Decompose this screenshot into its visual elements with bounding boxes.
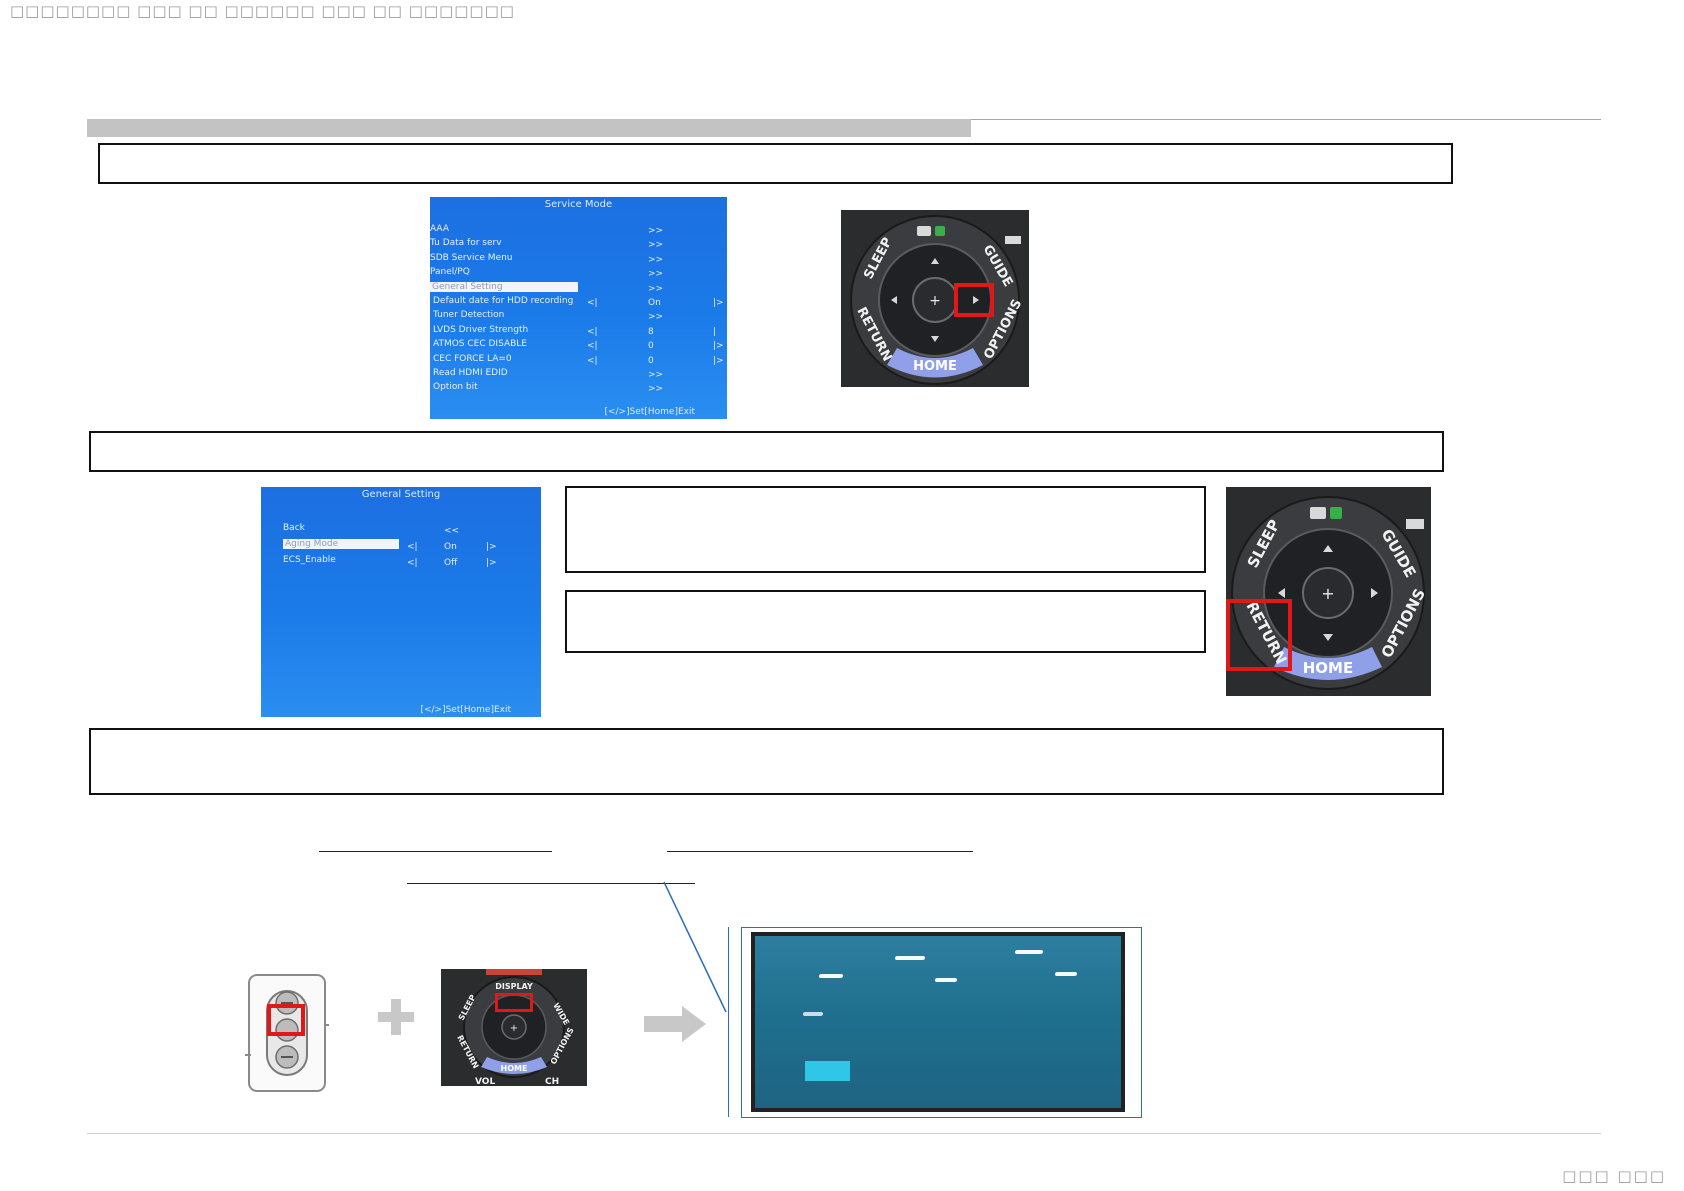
page-footer-text: □□□ □□□ — [1562, 1167, 1666, 1185]
menu-item-value: 8 — [648, 326, 654, 337]
menu-item-more: >> — [648, 384, 664, 395]
menu-item-value: Off — [444, 558, 458, 568]
tv-side-buttons-image — [245, 973, 329, 1093]
menu-item-arrow-right: |> — [486, 542, 497, 552]
menu-item-arrow-left: <| — [587, 355, 598, 366]
menu-title: General Setting — [361, 489, 441, 500]
plus-icon — [378, 999, 414, 1035]
menu-item-arrow-right: |> — [713, 341, 724, 352]
instruction-box-2 — [89, 431, 1444, 472]
instruction-box-3 — [565, 486, 1206, 573]
instruction-box-5 — [89, 728, 1444, 795]
tv-screen-photo — [751, 932, 1125, 1112]
tv-status-indicator — [805, 1061, 850, 1081]
menu-item: General Setting — [430, 281, 578, 292]
menu-item: Aging Mode — [283, 539, 399, 549]
menu-item-value: 0 — [648, 355, 654, 366]
svg-text:HOME: HOME — [501, 1064, 528, 1073]
menu-item: Option bit — [433, 382, 478, 393]
menu-item-arrow-right: | — [713, 326, 717, 337]
menu-item-arrow-left: <| — [587, 326, 598, 337]
menu-item-more: >> — [648, 254, 664, 265]
callout-vertical-line — [728, 927, 729, 1117]
menu-item-value: 0 — [648, 341, 654, 352]
menu-item: Read HDMI EDID — [433, 368, 508, 378]
menu-footer: [</>]Set[Home]Exit — [604, 407, 695, 417]
menu-item-arrow-left: <| — [407, 542, 418, 552]
menu-item-value: On — [444, 542, 457, 552]
arrow-right-icon — [644, 1006, 706, 1042]
highlight-display-button — [495, 993, 533, 1012]
svg-text:+: + — [929, 293, 941, 309]
menu-item-more: >> — [648, 312, 664, 323]
menu-item: Panel/PQ — [430, 267, 470, 278]
section-title-bar — [87, 119, 971, 137]
menu-item: Tuner Detection — [433, 310, 505, 321]
menu-item-arrow-left: <| — [407, 558, 418, 568]
menu-item: ATMOS CEC DISABLE — [433, 339, 527, 350]
svg-text:DISPLAY: DISPLAY — [495, 982, 533, 991]
svg-text:HOME: HOME — [913, 359, 957, 374]
tv-photo-frame — [741, 927, 1142, 1118]
menu-item: Back — [283, 523, 305, 533]
footer-rule — [87, 1133, 1601, 1134]
menu-item: Tu Data for serv — [430, 238, 502, 249]
remote-wheel-icon: + HOME SLEEP GUIDE RETURN OPTIONS — [1226, 487, 1431, 696]
instruction-box-1 — [98, 143, 1453, 184]
header-text: □□□□□□□□ □□□ □□ □□□□□□ □□□ □□ □□□□□□□ — [10, 2, 515, 20]
menu-item: SDB Service Menu — [430, 252, 513, 263]
remote-control-small-image: + HOME DISPLAY SLEEP WIDE RETURN OPTIONS… — [441, 969, 587, 1086]
menu-item-arrow-left: <| — [587, 298, 598, 308]
menu-item-more: >> — [648, 370, 664, 380]
remote-control-image: + HOME SLEEP GUIDE RETURN OPTIONS — [1226, 487, 1431, 696]
section-rule — [971, 119, 1601, 120]
menu-item-value: On — [648, 298, 661, 308]
general-setting-menu: General Setting Back << Aging Mode <| On |> EC… — [261, 487, 541, 717]
svg-text:CH: CH — [545, 1077, 559, 1086]
menu-title: Service Mode — [544, 199, 613, 210]
menu-item: CEC FORCE LA=0 — [433, 353, 512, 364]
highlight-tv-button — [267, 1004, 305, 1036]
menu-item-value: << — [444, 526, 460, 536]
svg-text:VOL: VOL — [475, 1077, 495, 1086]
underline-2 — [667, 851, 973, 852]
svg-text:+: + — [1321, 584, 1334, 603]
remote-wheel-small-icon: + HOME DISPLAY SLEEP WIDE RETURN OPTIONS… — [441, 969, 587, 1086]
menu-item: LVDS Driver Strength — [433, 324, 529, 335]
menu-item-more: >> — [648, 269, 664, 280]
highlight-return-button — [1226, 599, 1292, 671]
callout-connector — [663, 881, 727, 1013]
menu-item: ECS_Enable — [283, 555, 336, 565]
menu-item-arrow-left: <| — [587, 341, 598, 352]
menu-item-arrow-right: |> — [713, 355, 724, 366]
instruction-box-4 — [565, 590, 1206, 653]
menu-item-more: >> — [648, 240, 664, 251]
remote-control-image: + HOME SLEEP GUIDE RETURN OPTIONS — [841, 210, 1029, 387]
menu-footer: [</>]Set[Home]Exit — [420, 705, 511, 715]
menu-item: AAA — [430, 224, 449, 234]
menu-item-arrow-right: |> — [486, 558, 497, 568]
highlight-right-button — [954, 283, 994, 317]
menu-item-more: >> — [648, 226, 664, 236]
remote-wheel-icon: + HOME SLEEP GUIDE RETURN OPTIONS — [841, 210, 1029, 387]
menu-item: Default date for HDD recording — [433, 296, 574, 306]
svg-text:+: + — [510, 1023, 518, 1034]
menu-item-more: >> — [648, 283, 664, 294]
underline-1 — [319, 851, 552, 852]
service-mode-menu: Service Mode AAA >> Tu Data for serv >> SDB … — [430, 197, 727, 419]
svg-text:HOME: HOME — [1303, 659, 1353, 677]
menu-item-arrow-right: |> — [713, 298, 724, 308]
underline-3 — [407, 883, 695, 884]
